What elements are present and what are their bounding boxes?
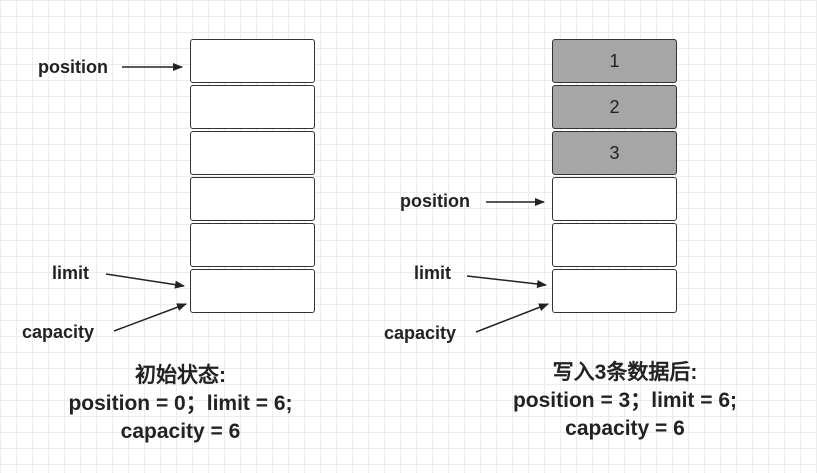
right-cell-5 xyxy=(552,269,677,313)
right-position-label: position xyxy=(400,191,470,211)
left-caption: 初始状态: position = 0；limit = 6; capacity =… xyxy=(28,362,333,446)
left-capacity-arrow xyxy=(113,303,187,332)
left-cell-4 xyxy=(190,223,315,267)
right-cell-0: 1 xyxy=(552,39,677,83)
right-caption: 写入3条数据后: position = 3；limit = 6; capacit… xyxy=(470,359,780,443)
right-capacity-label: capacity xyxy=(384,323,457,343)
left-caption-line2: capacity = 6 xyxy=(120,420,241,443)
right-cell-3 xyxy=(552,177,677,221)
left-cell-1 xyxy=(190,85,315,129)
left-limit-arrow xyxy=(105,273,185,289)
left-position-label: position xyxy=(38,57,108,77)
left-cell-2 xyxy=(190,131,315,175)
left-caption-title: 初始状态: xyxy=(135,364,226,387)
left-caption-line1: position = 0；limit = 6; xyxy=(68,392,293,415)
right-cell-1: 2 xyxy=(552,85,677,129)
right-cell-2: 3 xyxy=(552,131,677,175)
right-caption-line1: position = 3；limit = 6; xyxy=(512,389,738,412)
right-limit-arrow xyxy=(466,275,547,288)
right-caption-title: 写入3条数据后: xyxy=(552,361,698,384)
left-cell-3 xyxy=(190,177,315,221)
right-cell-4 xyxy=(552,223,677,267)
left-cell-5 xyxy=(190,269,315,313)
left-capacity-label: capacity xyxy=(22,322,95,342)
right-capacity-arrow xyxy=(475,303,549,333)
left-limit-label: limit xyxy=(52,263,90,283)
right-limit-label: limit xyxy=(414,263,452,283)
right-caption-line2: capacity = 6 xyxy=(565,417,685,440)
left-cell-0 xyxy=(190,39,315,83)
